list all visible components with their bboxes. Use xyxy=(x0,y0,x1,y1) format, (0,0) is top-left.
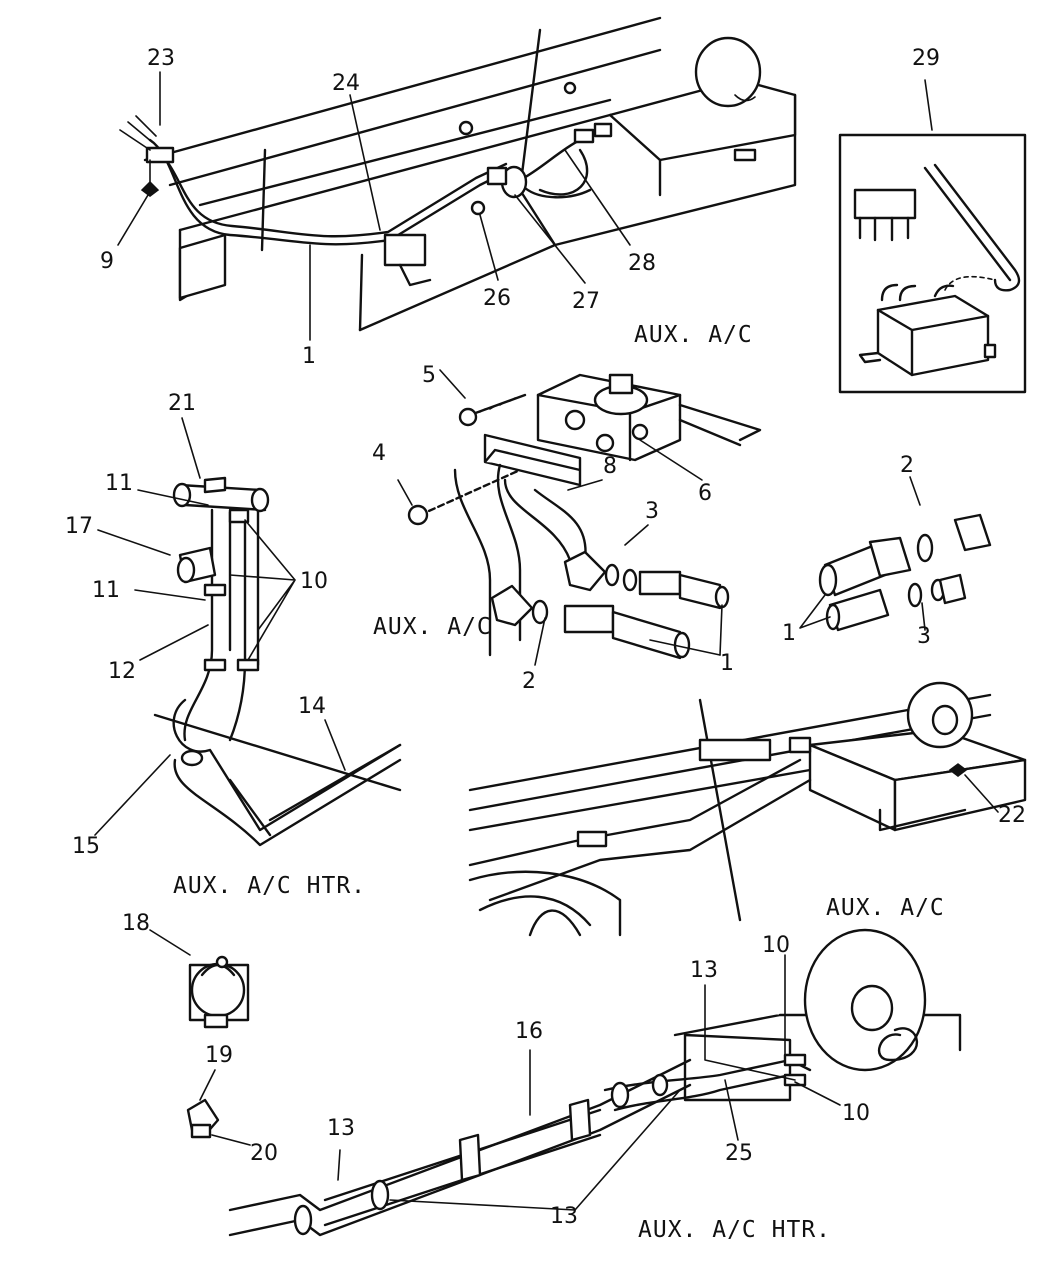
caption-aux-ac-lower-right: AUX. A/C xyxy=(826,895,945,921)
callout-20: 20 xyxy=(250,1141,278,1166)
callout-13-left: 13 xyxy=(327,1116,355,1141)
callout-2-right: 2 xyxy=(900,453,914,478)
callout-19: 19 xyxy=(205,1043,233,1068)
caption-aux-ac-middle: AUX. A/C xyxy=(373,614,492,640)
callout-25: 25 xyxy=(725,1141,753,1166)
callout-27: 27 xyxy=(572,289,600,314)
switch-parts xyxy=(186,955,250,1139)
callout-1-top: 1 xyxy=(302,344,316,369)
callout-13-top: 13 xyxy=(690,958,718,983)
bottom-heater-assembly xyxy=(228,928,962,1237)
caption-aux-ac-top: AUX. A/C xyxy=(634,322,753,348)
callout-11-top: 11 xyxy=(105,471,133,496)
callout-5: 5 xyxy=(422,363,436,388)
callout-18: 18 xyxy=(122,911,150,936)
connector-inset-box xyxy=(838,133,1027,394)
callout-1-mid: 1 xyxy=(720,651,734,676)
callout-22: 22 xyxy=(998,803,1026,828)
callout-11-low: 11 xyxy=(92,578,120,603)
callout-1-right: 1 xyxy=(782,621,796,646)
callout-labels: 23 24 9 26 27 28 1 29 5 4 8 6 3 2 1 2 1 … xyxy=(65,46,1026,1229)
callout-9: 9 xyxy=(100,249,114,274)
heater-hose-assembly xyxy=(153,476,402,847)
callout-4: 4 xyxy=(372,441,386,466)
callout-15: 15 xyxy=(72,834,100,859)
callout-6: 6 xyxy=(698,481,712,506)
callout-2-mid: 2 xyxy=(522,669,536,694)
callout-16: 16 xyxy=(515,1019,543,1044)
callout-8: 8 xyxy=(603,454,617,479)
top-harness-assembly xyxy=(119,16,797,332)
callout-3-right: 3 xyxy=(917,624,931,649)
callout-29: 29 xyxy=(912,46,940,71)
callout-21: 21 xyxy=(168,391,196,416)
leader-lines xyxy=(94,71,999,1211)
callout-10-bottom-top: 10 xyxy=(762,933,790,958)
callout-13-bottom: 13 xyxy=(550,1204,578,1229)
callout-26: 26 xyxy=(483,286,511,311)
callout-12: 12 xyxy=(108,659,136,684)
section-captions: AUX. A/C AUX. A/C AUX. A/C HTR. AUX. A/C… xyxy=(173,322,945,1243)
callout-23: 23 xyxy=(147,46,175,71)
ac-line-assembly xyxy=(407,373,762,660)
callout-10-left: 10 xyxy=(300,569,328,594)
callout-28: 28 xyxy=(628,251,656,276)
callout-14: 14 xyxy=(298,694,326,719)
tank-assembly xyxy=(468,681,1027,937)
caption-aux-ac-htr-bottom: AUX. A/C HTR. xyxy=(638,1217,831,1243)
caption-aux-ac-htr-left: AUX. A/C HTR. xyxy=(173,873,366,899)
callout-17: 17 xyxy=(65,514,93,539)
callout-10-bottom-low: 10 xyxy=(842,1101,870,1126)
fittings-detail xyxy=(818,513,992,632)
callout-3-mid: 3 xyxy=(645,499,659,524)
callout-24: 24 xyxy=(332,71,360,96)
